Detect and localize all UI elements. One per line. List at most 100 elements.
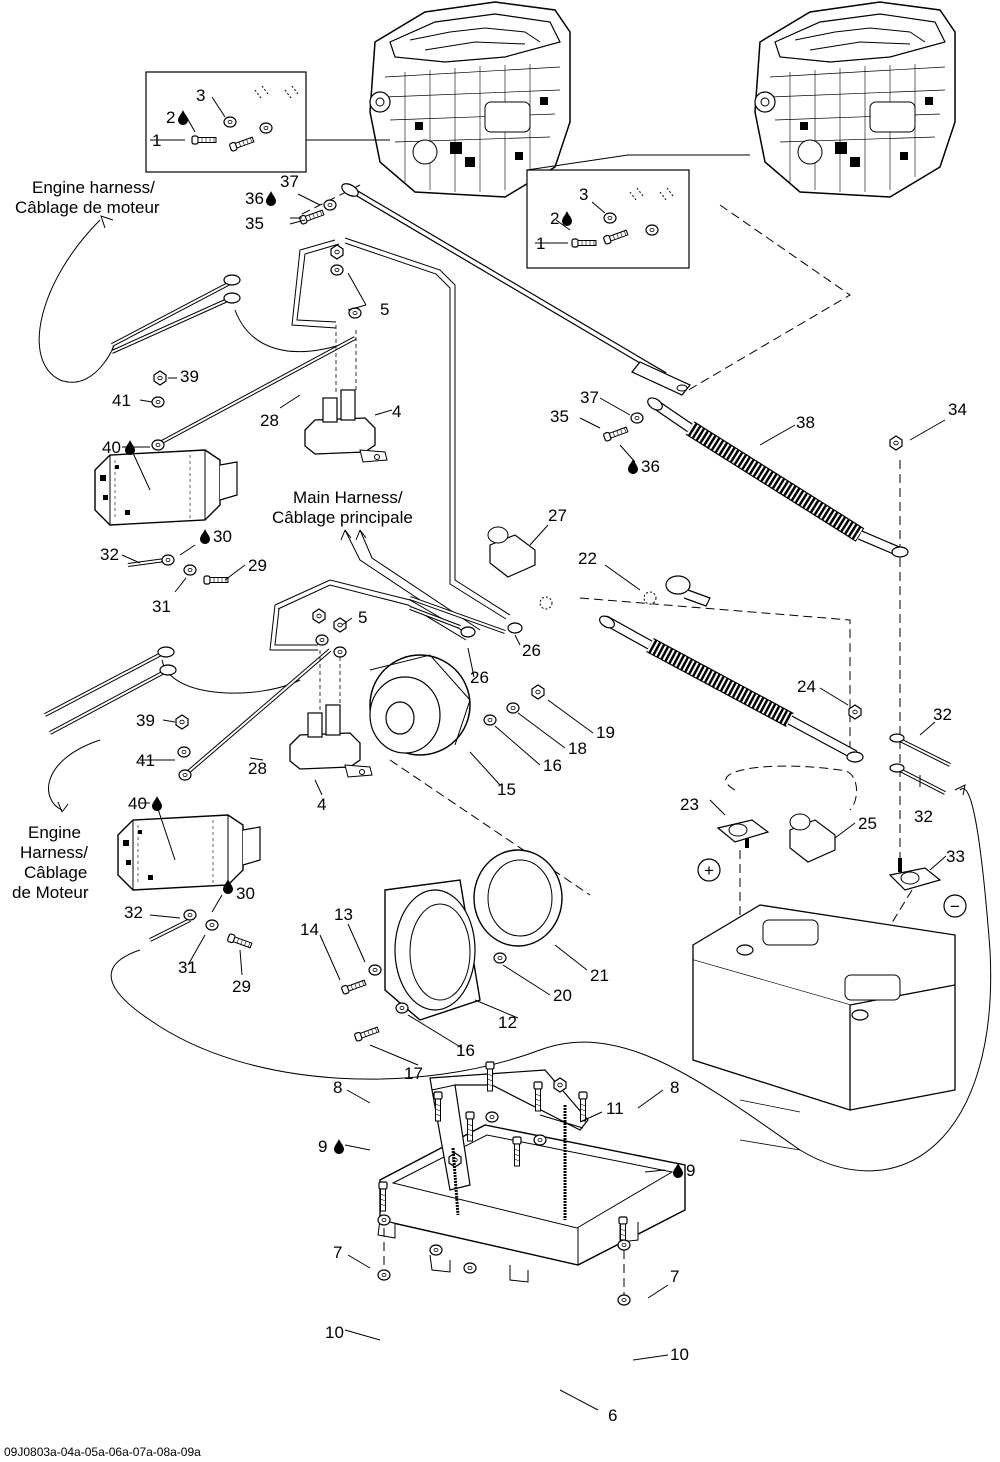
callout-31: 31 [178,958,197,977]
callout-30: 30 [236,884,255,903]
terminal-cover-25 [789,813,836,863]
callout-6: 6 [608,1406,617,1425]
callout-36: 36 [641,457,660,476]
callout-4: 4 [317,795,326,814]
callout-38: 38 [796,413,815,432]
positive-symbol: + [697,858,721,882]
callout-3: 3 [579,185,588,204]
lubricant-drop-icon [334,1139,344,1154]
caption-engine-harness-top-line2: Câblage de moteur [15,198,160,217]
callout-39: 39 [180,367,199,386]
callout-32: 32 [100,545,119,564]
callout-19: 19 [596,723,615,742]
callout-22: 22 [578,549,597,568]
callout-23: 23 [680,795,699,814]
callout-7: 7 [333,1243,342,1262]
callout-1: 1 [536,234,545,253]
mounting-flange-12 [384,879,481,1021]
terminal-clamp-23 [716,819,770,848]
callout-35: 35 [245,214,264,233]
terminal-clamp-33 [888,858,942,891]
detail-box-right [526,154,750,269]
callout-33: 33 [946,847,965,866]
callout-10: 10 [670,1345,689,1364]
caption-engine-harness-bottom-line1: Engine [28,823,81,842]
lubricant-drop-icon [200,529,210,544]
leader-lines [121,193,947,1411]
solenoid-upper-icon [304,389,388,463]
callout-5: 5 [380,300,389,319]
terminal-cover-27 [487,526,536,578]
lubricant-drop-icon [266,191,276,206]
callout-3: 3 [196,86,205,105]
callout-36: 36 [245,189,264,208]
callout-37: 37 [280,172,299,191]
lubricant-drop-icon [152,796,162,811]
callout-10: 10 [325,1323,344,1342]
callout-31: 31 [152,597,171,616]
engine-right-icon [754,1,956,198]
callout-40: 40 [128,794,147,813]
callout-39: 39 [136,711,155,730]
battery-icon [692,904,956,1151]
svg-text:−: − [950,897,960,916]
battery-tray-6 [377,1124,686,1283]
callout-15: 15 [497,780,516,799]
callout-16: 16 [543,756,562,775]
callout-21: 21 [590,966,609,985]
callout-26: 26 [522,641,541,660]
battery-cable-22 [599,615,864,763]
callout-24: 24 [797,677,816,696]
callout-32: 32 [124,903,143,922]
ring-terminal-22 [539,575,711,610]
callout-5: 5 [358,608,367,627]
callout-34: 34 [948,400,967,419]
callout-28: 28 [248,759,267,778]
caption-engine-harness-bottom-line2: Harness/ [20,843,88,862]
diagram-code: 09J0803a-04a-05a-06a-07a-08a-09a [4,1445,201,1459]
callout-20: 20 [553,986,572,1005]
callout-35: 35 [550,407,569,426]
callout-28: 28 [260,411,279,430]
callout-41: 41 [112,391,131,410]
callout-29: 29 [232,977,251,996]
callout-12: 12 [498,1013,517,1032]
callout-2: 2 [166,108,175,127]
caption-main-harness-line2: Câblage principale [272,508,413,527]
callout-11: 11 [606,1099,624,1118]
caption-engine-harness-bottom-line3: Câblage [24,863,87,882]
svg-text:+: + [704,861,714,880]
caption-main-harness-line1: Main Harness/ [293,488,403,507]
hold-down-bracket-11 [429,1069,589,1191]
callout-37: 37 [580,388,599,407]
callout-2: 2 [550,209,559,228]
callout-29: 29 [248,556,267,575]
negative-symbol: − [943,894,967,918]
callout-13: 13 [334,905,353,924]
horn-15-icon [369,654,471,756]
callout-41: 41 [136,751,155,770]
callout-32: 32 [933,705,952,724]
callout-9: 9 [686,1161,695,1180]
detail-box-left [145,71,390,173]
callout-16: 16 [456,1041,475,1060]
callout-25: 25 [858,814,877,833]
gasket-21 [473,849,563,947]
lubricant-drop-icon [628,459,638,474]
callout-9: 9 [318,1137,327,1156]
callout-40: 40 [102,438,121,457]
callout-1: 1 [152,131,161,150]
callout-27: 27 [548,506,567,525]
starter-motor-lower-icon [117,814,261,891]
callout-17: 17 [404,1064,423,1083]
starter-motor-upper-icon [94,449,238,526]
callout-26: 26 [470,668,489,687]
callout-18: 18 [568,739,587,758]
callout-7: 7 [670,1267,679,1286]
callout-32: 32 [914,807,933,826]
battery-cable-38 [647,397,909,558]
callout-14: 14 [300,920,319,939]
battery-cable-top [341,183,691,396]
caption-engine-harness-bottom-line4: de Moteur [12,883,89,902]
